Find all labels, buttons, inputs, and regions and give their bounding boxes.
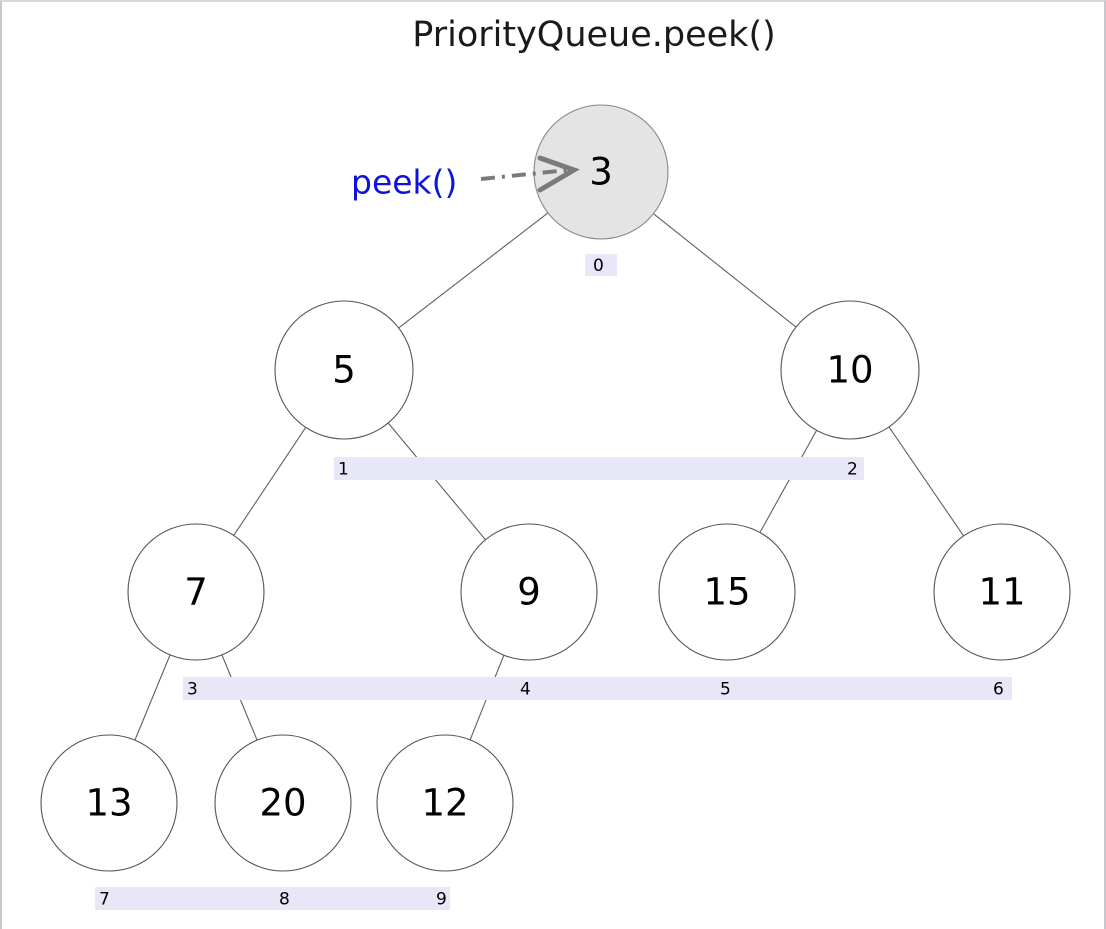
tree-node[interactable]: 3 bbox=[533, 104, 669, 240]
annotation-arrowhead-icon bbox=[537, 155, 580, 193]
node-index-label: 6 bbox=[993, 680, 1004, 700]
tree-node[interactable]: 15 bbox=[658, 523, 796, 661]
tree-edge bbox=[888, 426, 965, 537]
node-circle[interactable] bbox=[40, 734, 178, 872]
peek-annotation: peek() bbox=[351, 155, 580, 202]
node-index-label: 8 bbox=[279, 890, 290, 910]
node-value-label: 9 bbox=[517, 571, 541, 614]
tree-edge bbox=[387, 422, 486, 541]
tree-edge bbox=[134, 654, 171, 741]
node-index-label: 7 bbox=[99, 890, 110, 910]
index-band bbox=[183, 677, 1012, 700]
tree-node[interactable]: 12 bbox=[376, 734, 514, 872]
node-value-label: 15 bbox=[703, 571, 750, 614]
node-circle[interactable] bbox=[376, 734, 514, 872]
tree-node[interactable]: 13 bbox=[40, 734, 178, 872]
node-circle[interactable] bbox=[127, 523, 265, 661]
node-index-label: 4 bbox=[520, 680, 531, 700]
peek-annotation-label: peek() bbox=[351, 163, 457, 202]
tree-node[interactable]: 7 bbox=[127, 523, 265, 661]
node-value-label: 12 bbox=[421, 782, 468, 825]
node-circle[interactable] bbox=[460, 523, 598, 661]
tree-node[interactable]: 11 bbox=[933, 523, 1071, 661]
node-index-label: 3 bbox=[187, 680, 198, 700]
node-index-label: 0 bbox=[593, 256, 604, 276]
tree-edge bbox=[759, 430, 818, 533]
node-value-label: 11 bbox=[978, 571, 1025, 614]
node-index-label: 2 bbox=[847, 460, 858, 480]
tree-edge bbox=[398, 212, 549, 329]
node-circle[interactable] bbox=[274, 300, 414, 440]
node-circle[interactable] bbox=[780, 300, 920, 440]
node-value-label: 5 bbox=[332, 349, 356, 392]
node-circle[interactable] bbox=[658, 523, 796, 661]
tree-node[interactable]: 9 bbox=[460, 523, 598, 661]
node-index-label: 9 bbox=[436, 890, 447, 910]
node-value-label: 3 bbox=[589, 151, 613, 194]
node-index-label: 1 bbox=[338, 460, 349, 480]
node-circle[interactable] bbox=[933, 523, 1071, 661]
tree-node[interactable]: 20 bbox=[214, 734, 352, 872]
node-index-label: 5 bbox=[720, 680, 731, 700]
index-band bbox=[334, 457, 864, 480]
index-band bbox=[95, 887, 450, 910]
node-value-label: 10 bbox=[826, 349, 873, 392]
node-value-label: 20 bbox=[259, 782, 306, 825]
index-band bbox=[585, 254, 617, 276]
node-circle[interactable] bbox=[214, 734, 352, 872]
tree-edge bbox=[233, 427, 307, 536]
tree-edge bbox=[653, 213, 797, 328]
tree-node[interactable]: 10 bbox=[780, 300, 920, 440]
page-title: PriorityQueue.peek() bbox=[412, 15, 776, 55]
annotation-arrow-line bbox=[480, 168, 569, 181]
node-value-label: 7 bbox=[184, 571, 208, 614]
tree-node[interactable]: 5 bbox=[274, 300, 414, 440]
node-value-label: 13 bbox=[85, 782, 132, 825]
